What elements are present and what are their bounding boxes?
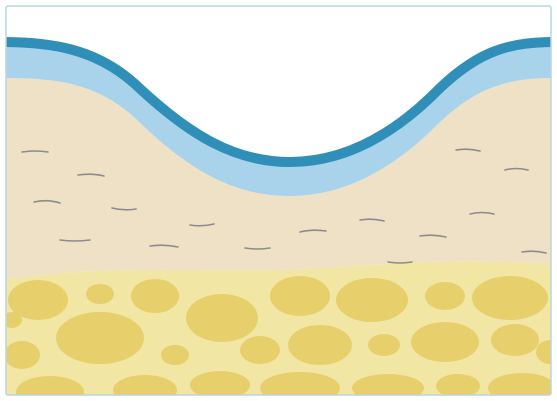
fat-cell xyxy=(288,325,352,365)
fat-cell xyxy=(2,312,22,328)
fat-cell xyxy=(352,374,424,401)
fat-cell xyxy=(491,324,539,356)
fat-cell xyxy=(4,341,40,369)
fat-cell xyxy=(336,278,408,322)
fat-cell xyxy=(86,284,114,304)
fat-cell xyxy=(161,345,189,365)
fat-cell xyxy=(411,322,479,362)
fat-cell xyxy=(472,276,548,320)
fat-cell xyxy=(270,276,330,316)
fat-cell xyxy=(186,294,258,342)
fat-cell xyxy=(425,282,465,310)
fat-cell xyxy=(131,279,179,313)
fat-cell xyxy=(240,336,280,364)
fat-cell xyxy=(368,334,400,356)
fat-cell xyxy=(56,312,144,364)
